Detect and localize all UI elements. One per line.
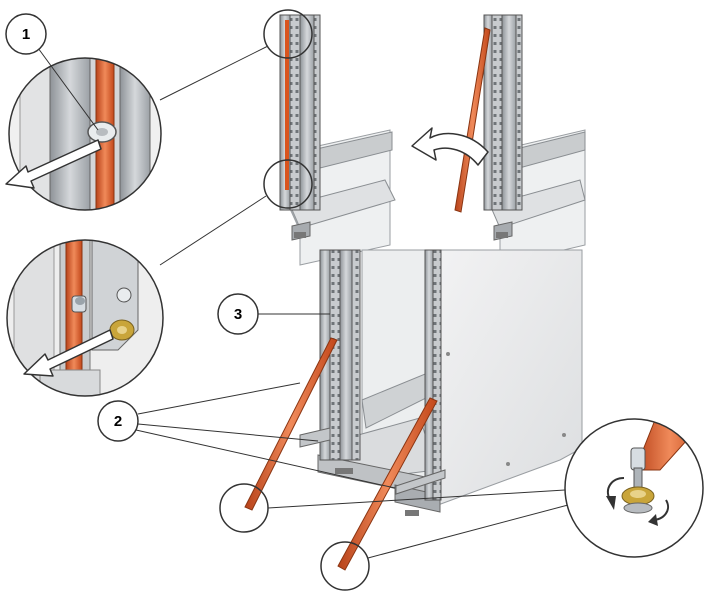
leader-line (135, 429, 396, 489)
leader-line (367, 504, 569, 559)
main-rack (244, 249, 583, 571)
callout-2: 2 (97, 400, 139, 442)
pull-arrow-icon (23, 329, 114, 377)
rack-view-before (279, 14, 396, 266)
leader-line (159, 45, 269, 101)
callout-3: 3 (217, 293, 259, 335)
rotate-arrow-icon (411, 127, 489, 166)
highlight-ring-top (263, 9, 313, 59)
leader-line (37, 47, 99, 131)
foot-highlight-right (320, 541, 370, 591)
leader-line (267, 489, 566, 509)
callout-2-label: 2 (114, 413, 122, 430)
detail-view-2 (6, 239, 164, 397)
leader-line (137, 382, 301, 415)
callout-1-label: 1 (22, 26, 30, 43)
callout-1: 1 (5, 13, 47, 55)
rack-view-rotated (411, 14, 586, 266)
foot-highlight-left (219, 483, 269, 533)
leader-line (159, 195, 267, 266)
leader-line (137, 423, 319, 442)
stabilizer-leg-right (337, 397, 438, 571)
pull-arrow-icon (5, 139, 102, 189)
callout-3-label: 3 (234, 306, 242, 323)
highlight-ring-bottom (263, 159, 313, 209)
detail-view-1 (5, 57, 162, 211)
stabilizer-leg-left (244, 337, 338, 511)
detail-view-3 (564, 418, 704, 558)
